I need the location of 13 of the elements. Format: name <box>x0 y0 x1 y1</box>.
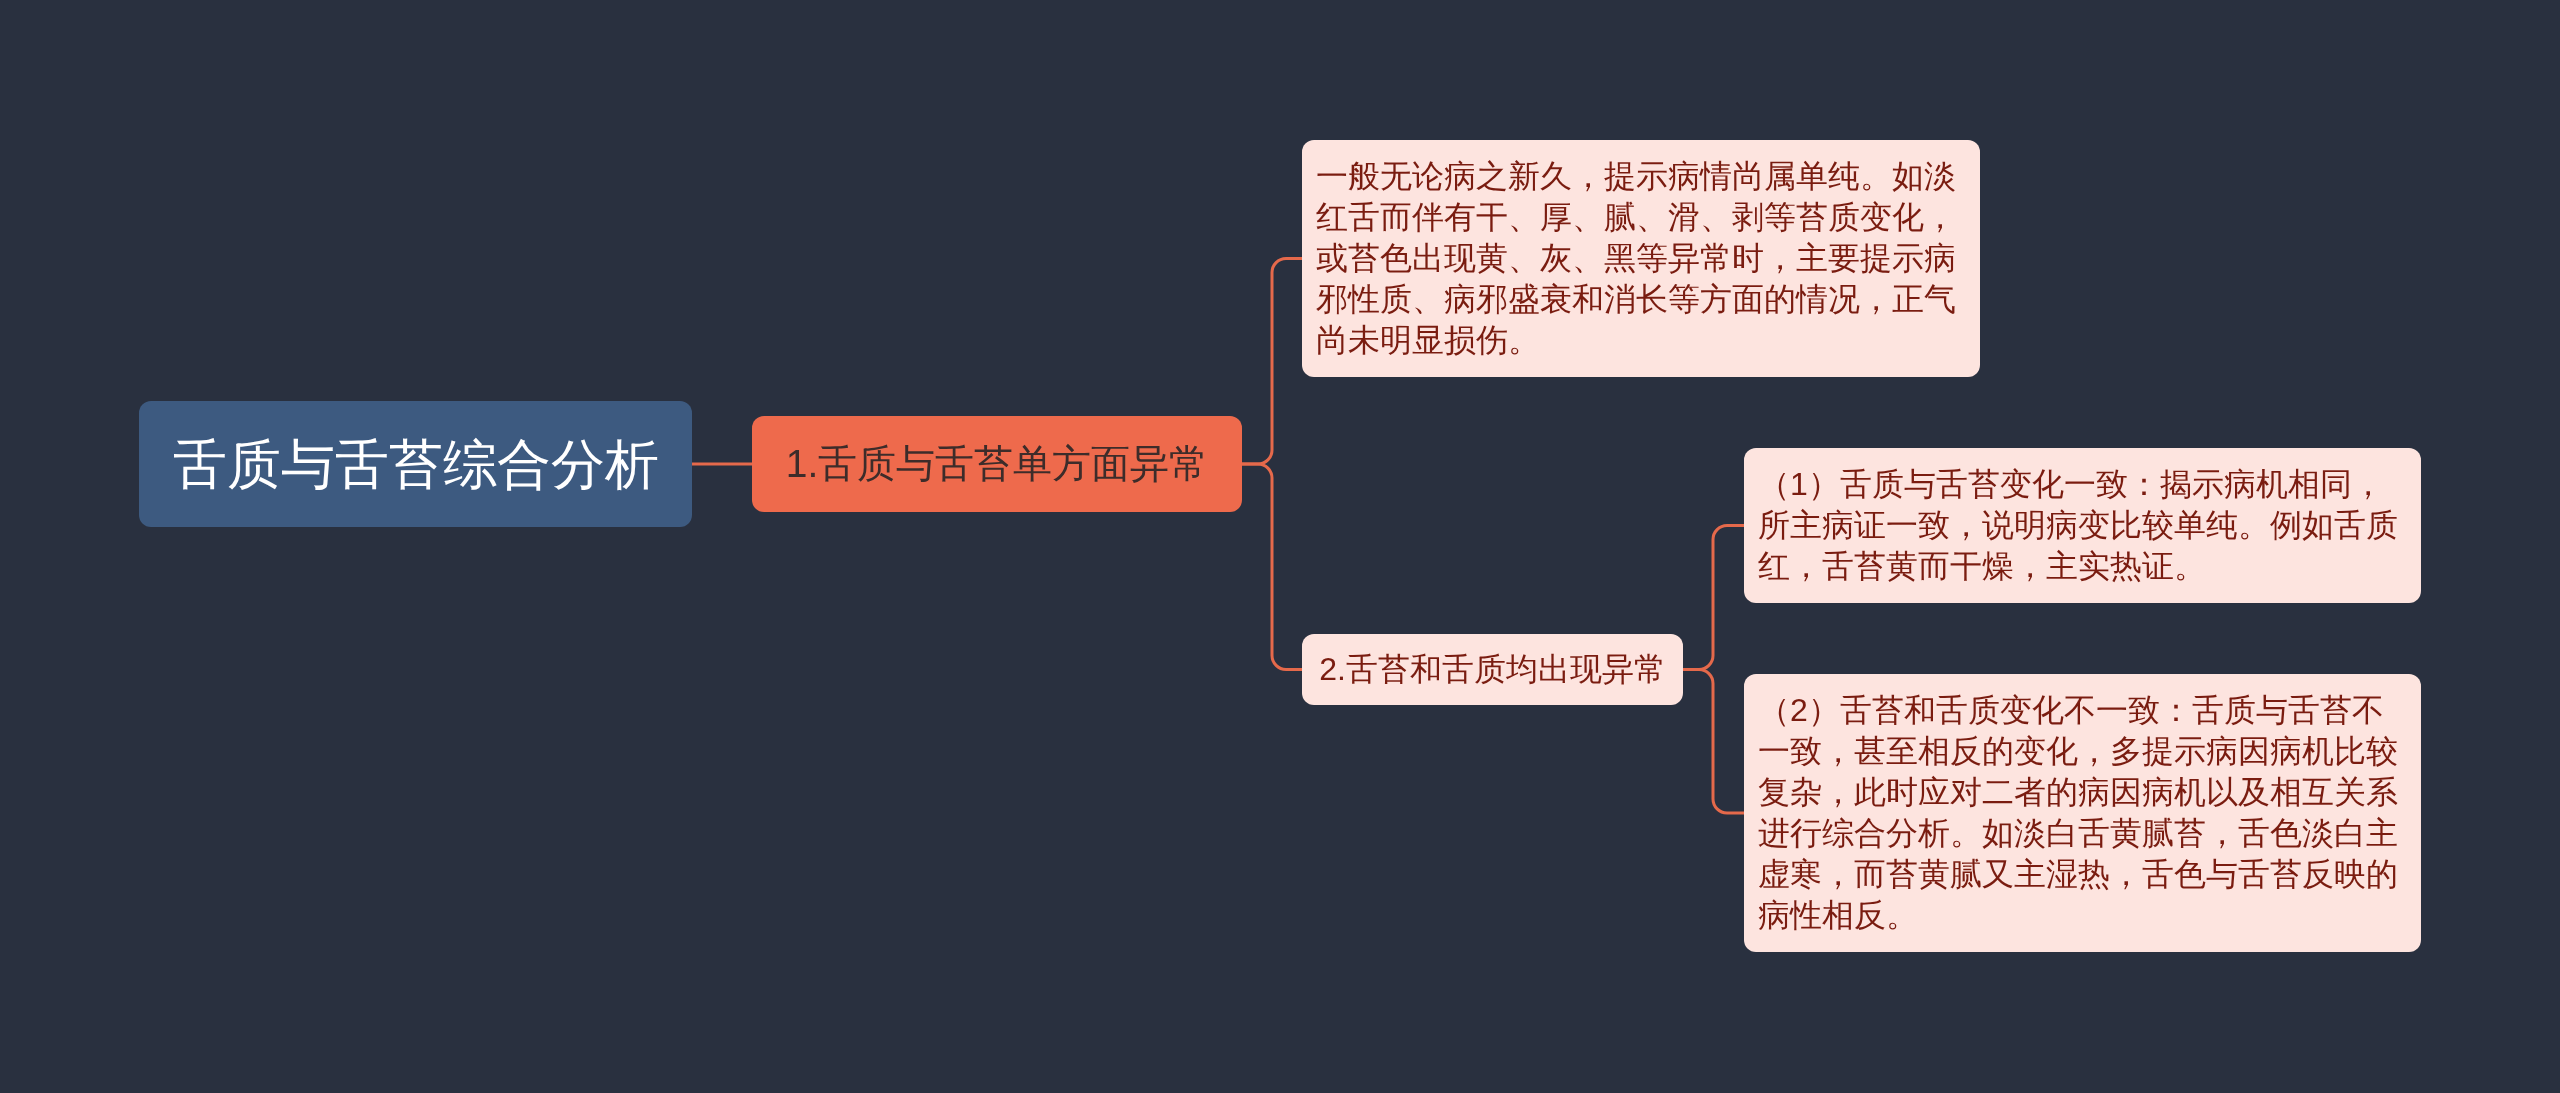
topic-text: 舌质与舌苔综合分析 <box>171 433 660 496</box>
topic-text: （1）舌质与舌苔变化一致：揭示病机相同，所主病证一致，说明病变比较单纯。例如舌质红，舌苔黄而干燥，主实热证。 <box>1758 465 2399 586</box>
topic-text: 一般无论病之新久，提示病情尚属单纯。如淡红舌而伴有干、厚、腻、滑、剥等苔质变化，或苔色出现黄、灰、黑等异常时，主要提示病邪性质、病邪盛衰和消长等方面的情况，正气尚未明显损伤。 <box>1316 157 1957 360</box>
central-topic-card <box>139 401 692 527</box>
topic-text: 1.舌质与舌苔单方面异常 <box>784 441 1210 487</box>
subtopic-card <box>1744 448 2421 603</box>
main-topic-card <box>752 416 1242 512</box>
connector-line <box>692 462 752 466</box>
topic-text: （2）舌苔和舌质变化不一致：舌质与舌苔不一致，甚至相反的变化，多提示病因病机比较复杂，此时应对二者的病因病机以及相互关系进行综合分析。如淡白舌黄腻苔，舌色淡白主虚寒，而苔黄腻又主湿热，舌色与舌苔反映的病性相反。 <box>1758 691 2399 935</box>
subtopic-card <box>1744 674 2421 952</box>
subtopic-card <box>1302 140 1980 377</box>
subtopic-card <box>1302 634 1683 705</box>
topic-text: 2.舌苔和舌质均出现异常 <box>1318 650 1667 689</box>
